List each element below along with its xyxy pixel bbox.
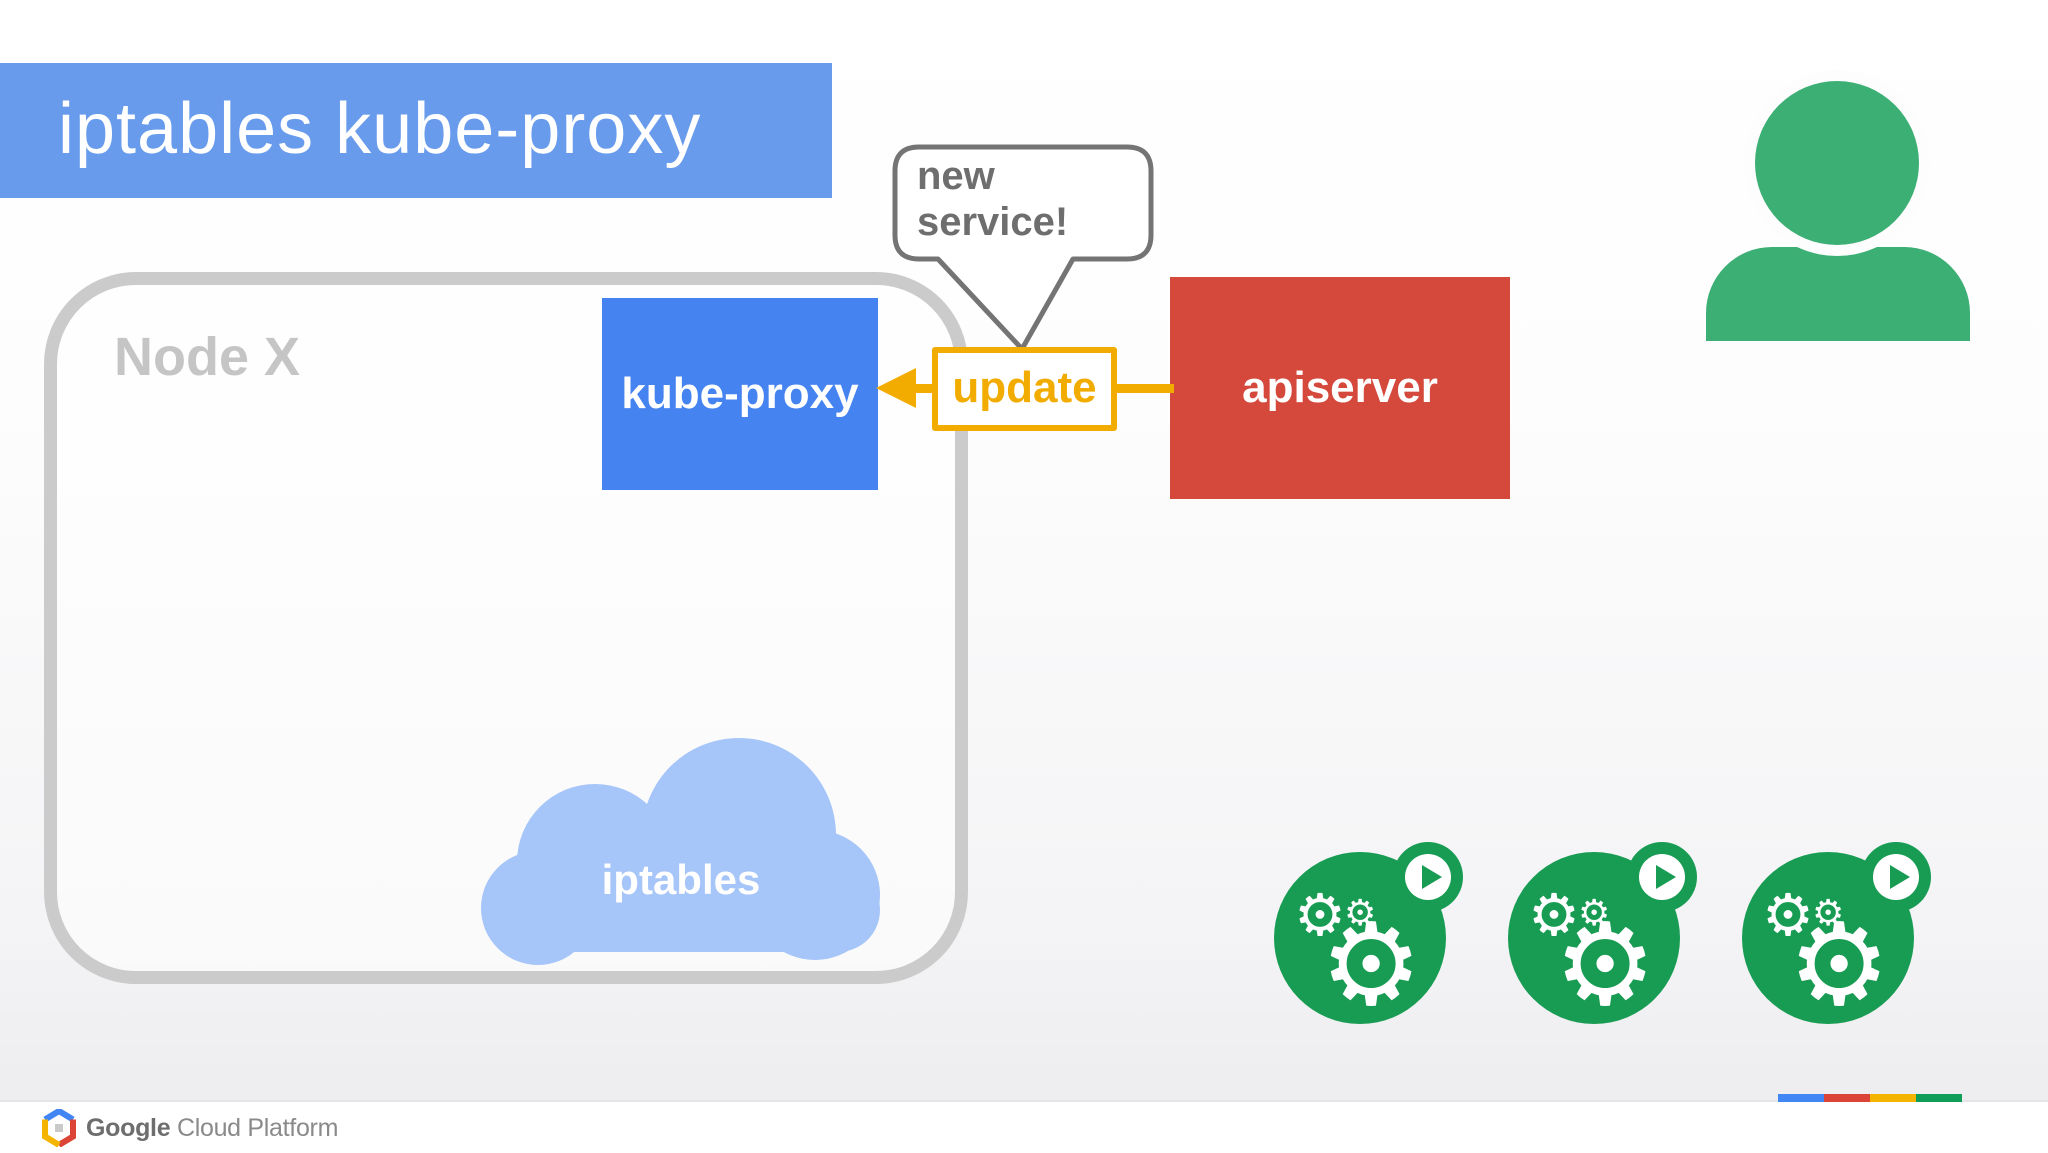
service-blob: ⚙ ⚙ ⚙ xyxy=(1274,852,1446,1024)
user-avatar-icon xyxy=(1706,81,1970,341)
footer xyxy=(0,1102,2048,1153)
iptables-label: iptables xyxy=(601,856,761,903)
play-badge-circle xyxy=(1405,854,1451,900)
update-box: update xyxy=(932,347,1117,431)
gear-icon: ⚙ xyxy=(1294,881,1346,949)
update-arrow-head-icon xyxy=(876,368,916,408)
gcp-wordmark-google: Google xyxy=(86,1113,171,1142)
gcp-logo: Google Cloud Platform xyxy=(42,1108,338,1148)
gear-icon: ⚙ xyxy=(1762,881,1814,949)
play-badge-circle xyxy=(1639,854,1685,900)
gcp-wordmark: Google Cloud Platform xyxy=(86,1114,338,1143)
cloud-base xyxy=(482,868,880,952)
play-badge-circle xyxy=(1873,854,1919,900)
bar-segment-blue xyxy=(1778,1094,1824,1102)
update-arrow-line-right xyxy=(1112,384,1174,393)
avatar-body xyxy=(1706,247,1970,341)
update-arrow-line-left xyxy=(912,384,936,393)
service-blob: ⚙ ⚙ ⚙ xyxy=(1742,852,1914,1024)
kube-proxy-box: kube-proxy xyxy=(602,298,878,490)
apiserver-box: apiserver xyxy=(1170,277,1510,499)
google-color-bar xyxy=(1778,1094,1962,1102)
play-badge xyxy=(1627,842,1697,912)
play-icon xyxy=(1890,865,1910,889)
bar-segment-green xyxy=(1916,1094,1962,1102)
gear-icon: ⚙ xyxy=(1812,893,1845,934)
gear-icon: ⚙ xyxy=(1554,898,1657,1031)
node-label: Node X xyxy=(114,327,301,387)
avatar-head xyxy=(1755,81,1919,245)
bar-segment-red xyxy=(1824,1094,1870,1102)
gear-icon: ⚙ xyxy=(1320,898,1423,1031)
service-gears-icon: ⚙ ⚙ ⚙ xyxy=(1268,840,1468,1025)
footer-divider xyxy=(0,1100,2048,1102)
play-badge xyxy=(1393,842,1463,912)
service-gears-icon: ⚙ ⚙ ⚙ xyxy=(1502,840,1702,1025)
play-icon xyxy=(1422,865,1442,889)
page-title: iptables kube-proxy xyxy=(58,89,702,169)
gear-icon: ⚙ xyxy=(1578,893,1611,934)
speech-bubble-text: new service! xyxy=(917,154,1069,244)
iptables-cloud-shape: iptables xyxy=(481,738,880,965)
update-label: update xyxy=(952,363,1097,412)
gear-icon: ⚙ xyxy=(1528,881,1580,949)
gcp-hexagon-icon xyxy=(42,1109,76,1147)
play-badge xyxy=(1861,842,1931,912)
title-banner: iptables kube-proxy xyxy=(0,63,832,198)
gcp-wordmark-suffix: Cloud Platform xyxy=(170,1113,339,1142)
gear-icon: ⚙ xyxy=(1344,893,1377,934)
play-icon xyxy=(1656,865,1676,889)
gear-icon: ⚙ xyxy=(1788,898,1891,1031)
bar-segment-yellow xyxy=(1870,1094,1916,1102)
service-gears-icon: ⚙ ⚙ ⚙ xyxy=(1736,840,1936,1025)
